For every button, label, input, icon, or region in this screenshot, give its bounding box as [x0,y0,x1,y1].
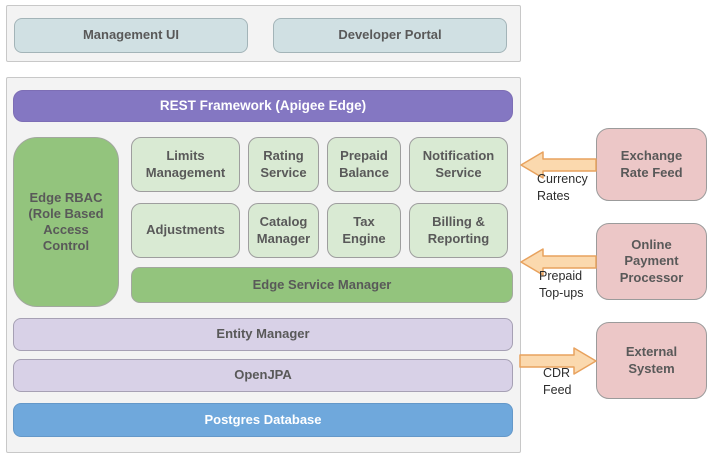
service-box-prepaid-balance: Prepaid Balance [327,137,401,192]
service-box-catalog-manager: Catalog Manager [248,203,319,258]
external-system-box: External System [596,322,707,399]
postgres-database-bar: Postgres Database [13,403,513,437]
clients-panel: Management UI Developer Portal [6,5,521,62]
exchange-rate-feed-box: Exchange Rate Feed [596,128,707,201]
openjpa-bar: OpenJPA [13,359,513,392]
developer-portal-box: Developer Portal [273,18,507,53]
currency-rates-arrow-left-icon [520,151,597,179]
prepaid-topups-label: Prepaid Top-ups [539,269,584,300]
service-box-rating-service: Rating Service [248,137,319,192]
currency-rates-label: Currency Rates [537,172,588,203]
cdr-feed-label: CDR Feed [543,366,572,397]
service-box-adjustments: Adjustments [131,203,240,258]
management-ui-box: Management UI [14,18,248,53]
service-box-notification-service: Notification Service [409,137,508,192]
online-payment-processor-box: Online Payment Processor [596,223,707,300]
service-box-billing-reporting: Billing & Reporting [409,203,508,258]
edge-service-manager-bar: Edge Service Manager [131,267,513,303]
edge-rbac-box: Edge RBAC (Role Based Access Control [13,137,119,307]
prepaid-topups-arrow-left-icon [520,248,597,276]
service-box-tax-engine: Tax Engine [327,203,401,258]
entity-manager-bar: Entity Manager [13,318,513,351]
cdr-feed-arrow-right-icon [519,347,597,375]
service-box-limits-management: Limits Management [131,137,240,192]
rest-framework-header: REST Framework (Apigee Edge) [13,90,513,122]
